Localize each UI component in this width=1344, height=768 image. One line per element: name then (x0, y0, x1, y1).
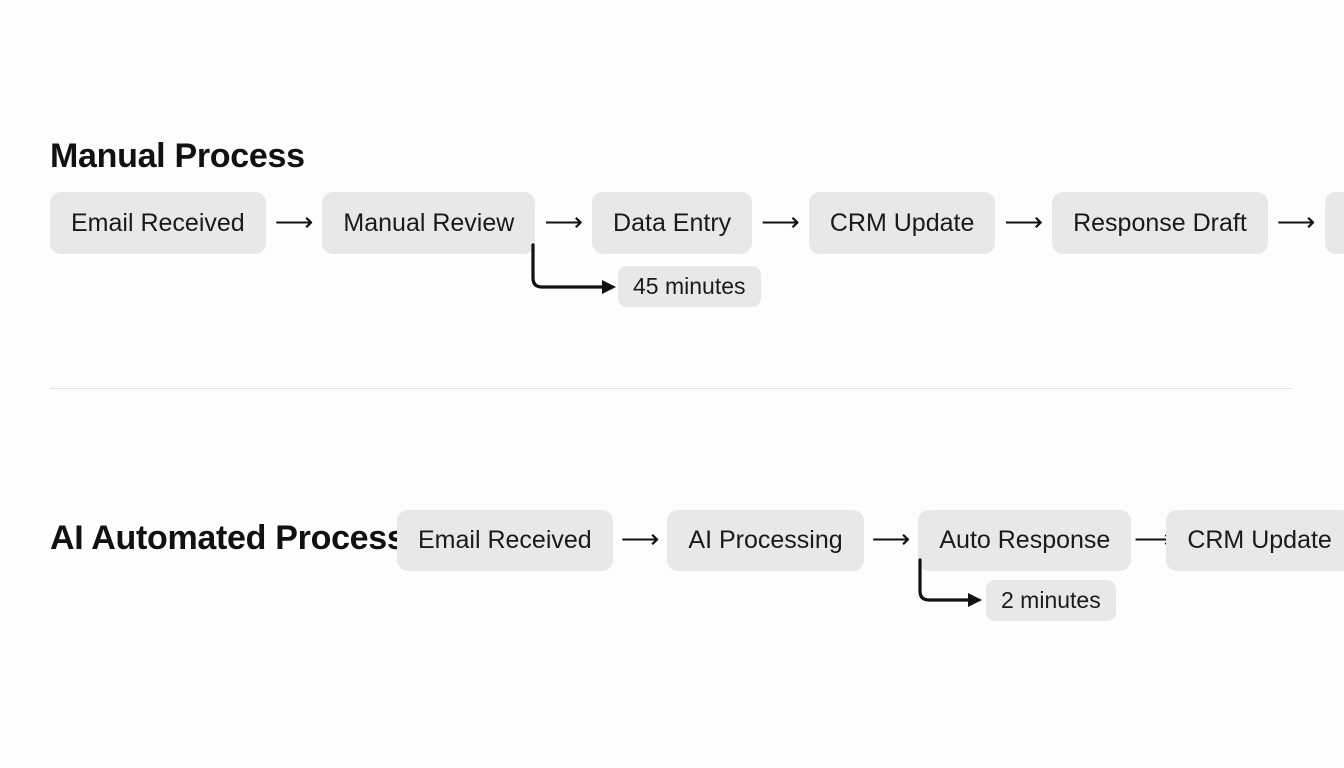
arrow-right-icon: ⟶ (871, 524, 911, 554)
process-node-approval[interactable]: Approval (1324, 192, 1344, 254)
node-label: AI Processing (688, 526, 843, 554)
node-label: Auto Response (939, 526, 1111, 554)
node-label: Data Entry (613, 208, 732, 237)
ai-process-node-auto-response[interactable]: Auto Response (918, 510, 1132, 571)
flow-row-manual-process: Email Received ⟶ Manual Review ⟶ Data En… (50, 192, 1344, 254)
arrow-right-icon: ⟶ (1004, 206, 1044, 237)
ai-process-node-email-received[interactable]: Email Received (397, 510, 613, 571)
process-node-response-draft[interactable]: Response Draft (1052, 192, 1268, 254)
arrow-right-icon: ⟶ (274, 206, 314, 237)
ai-process-node-crm-update[interactable]: CRM Update (1166, 510, 1344, 571)
duration-badge-manual: 45 minutes (618, 266, 761, 307)
process-node-crm-update[interactable]: CRM Update (808, 192, 996, 254)
node-label: CRM Update (1187, 526, 1332, 554)
process-node-data-entry[interactable]: Data Entry (592, 192, 753, 254)
node-label: Email Received (71, 208, 245, 237)
duration-badge-ai: 2 minutes (986, 580, 1116, 621)
process-node-email-received[interactable]: Email Received (50, 192, 266, 254)
arrow-right-icon: ⟶ (761, 206, 800, 237)
arrow-right-icon: ⟶ (620, 524, 660, 554)
node-label: Response Draft (1073, 208, 1247, 237)
ai-process-node-ai-processing[interactable]: AI Processing (667, 510, 864, 571)
section-title-ai-automated-process: AI Automated Process (50, 519, 406, 557)
process-node-manual-review[interactable]: Manual Review (322, 192, 536, 254)
arrow-right-icon: ⟶ (1276, 206, 1316, 237)
section-title-manual-process: Manual Process (50, 137, 305, 175)
flow-row-ai-automated-process: Email Received ⟶ AI Processing ⟶ Auto Re… (397, 510, 1344, 571)
node-label: Manual Review (343, 208, 515, 237)
arrow-right-icon: ⟶ (1133, 526, 1167, 553)
arrow-right-icon: ⟶ (544, 206, 584, 237)
node-label: Email Received (418, 526, 592, 554)
node-label: CRM Update (829, 208, 975, 237)
section-divider (50, 388, 1292, 389)
